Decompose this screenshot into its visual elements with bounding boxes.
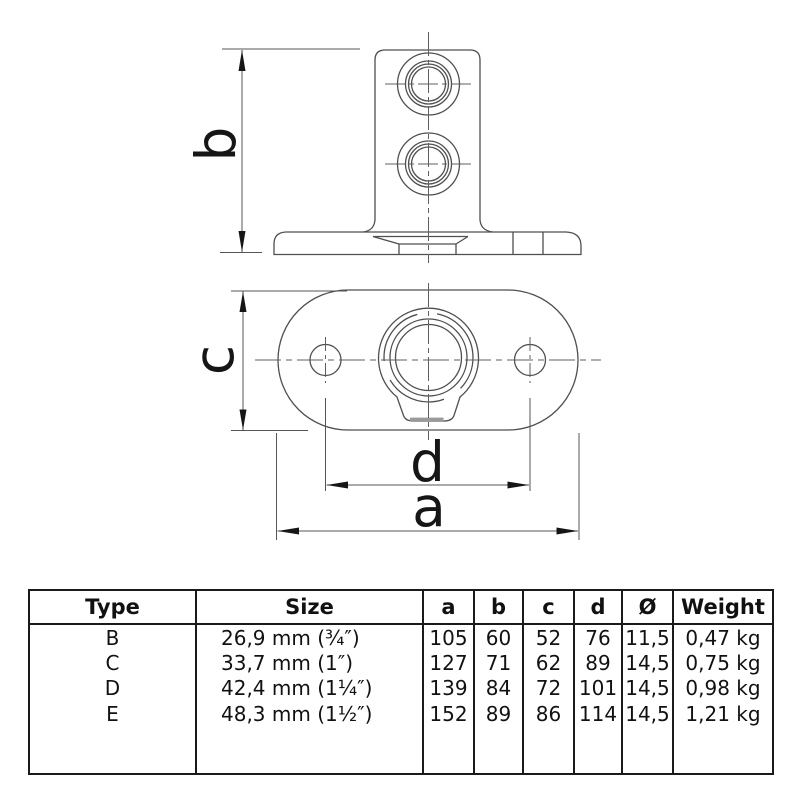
dim-a-extension-lines [276,433,580,540]
cell-type: E [28,701,197,727]
col-header-d: d [573,590,623,625]
col-header-c: c [522,590,575,625]
technical-drawing: b c [182,32,601,540]
top-view [255,283,601,440]
table-row-type-d: D 42,4 mm (1¼″) 139 84 72 101 14,5 0,98 … [28,675,774,702]
cell-a: 105 [422,624,475,651]
dim-d-arrow-left [326,481,348,489]
cell-diameter: 14,5 [621,675,674,702]
side-bolt-hole-lines [512,232,544,255]
dimension-c: c [182,290,347,431]
dim-b-label: b [184,127,248,162]
top-center-lines [255,283,601,440]
cell-c: 72 [522,675,575,702]
dim-b-arrow-down [238,231,246,252]
dim-c-extension-lines [231,290,347,431]
cell-c: 86 [522,701,575,727]
table-row-type-b: B 26,9 mm (¾″) 105 60 52 76 11,5 0,47 kg [28,624,774,651]
cell-type: B [28,624,197,651]
dim-c-arrow-down [239,409,247,430]
spec-table-container: Type Size a b c d Ø Weight B 26,9 mm (¾″… [28,589,774,775]
dimension-d: d [325,398,531,494]
cell-d: 101 [573,675,623,702]
cell-d: 76 [573,624,623,651]
cell-weight: 0,98 kg [672,675,774,702]
dimensions-table: Type Size a b c d Ø Weight B 26,9 mm (¾″… [28,589,774,775]
cell-c: 62 [522,650,575,676]
cell-size: 26,9 mm (¾″) [195,624,424,651]
dimension-a: a [276,433,580,540]
top-boss-foot-highlight [410,417,444,422]
cell-diameter: 11,5 [621,624,674,651]
col-header-weight: Weight [672,590,774,625]
cell-weight: 1,21 kg [672,701,774,727]
side-view [273,32,582,263]
cell-b: 71 [473,650,524,676]
cell-b: 84 [473,675,524,702]
dimension-b: b [184,48,360,253]
cell-a: 152 [422,701,475,727]
side-center-lines [385,32,472,263]
col-header-type: Type [28,590,197,625]
table-row-type-e: E 48,3 mm (1½″) 152 89 86 114 14,5 1,21 … [28,701,774,727]
cell-c: 52 [522,624,575,651]
cell-b: 89 [473,701,524,727]
cell-diameter: 14,5 [621,650,674,676]
side-base-outline [273,231,582,256]
cell-b: 60 [473,624,524,651]
col-header-size: Size [195,590,424,625]
side-upright-outline [363,49,493,233]
cell-weight: 0,47 kg [672,624,774,651]
dim-b-extension-lines [220,48,360,253]
side-recess [372,235,469,255]
cell-size: 33,7 mm (1″) [195,650,424,676]
dim-d-label: d [410,430,445,494]
dim-d-extension-lines [325,398,531,491]
cell-weight: 0,75 kg [672,650,774,676]
dim-d-arrow-right [507,481,529,489]
table-filler-row [28,726,774,774]
dim-a-arrow-left [277,527,299,535]
cell-type: C [28,650,197,676]
col-header-a: a [422,590,475,625]
dim-a-label: a [412,475,446,539]
cell-d: 89 [573,650,623,676]
cell-type: D [28,675,197,702]
dim-a-arrow-right [556,527,578,535]
header-row: Type Size a b c d Ø Weight [28,590,774,625]
cell-a: 139 [422,675,475,702]
cell-diameter: 14,5 [621,701,674,727]
dim-c-arrow-up [239,291,247,312]
col-header-b: b [473,590,524,625]
cell-d: 114 [573,701,623,727]
dim-b-arrow-up [238,50,246,71]
dim-c-label: c [182,345,246,375]
col-header-diameter: Ø [621,590,674,625]
cell-a: 127 [422,650,475,676]
cell-size: 42,4 mm (1¼″) [195,675,424,702]
table-row-type-c: C 33,7 mm (1″) 127 71 62 89 14,5 0,75 kg [28,650,774,676]
cell-size: 48,3 mm (1½″) [195,701,424,727]
